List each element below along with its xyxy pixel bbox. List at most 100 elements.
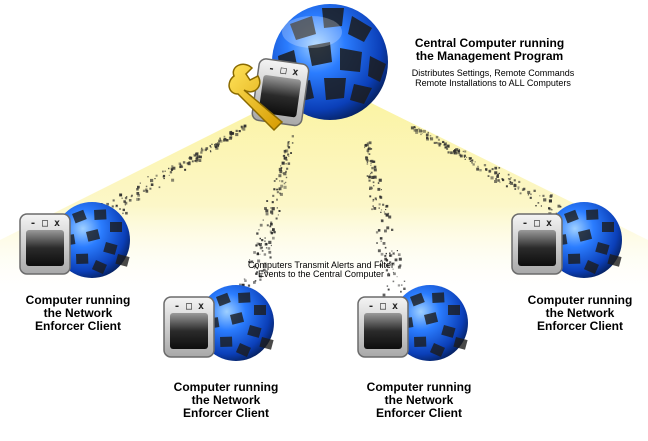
data-particle xyxy=(273,180,276,182)
data-particle xyxy=(466,156,468,158)
data-particle xyxy=(510,177,512,179)
data-particle xyxy=(119,208,121,210)
data-particle xyxy=(375,199,377,201)
data-particle xyxy=(170,167,174,171)
client-window-controls: - □ x xyxy=(368,301,398,312)
data-particle xyxy=(371,166,374,170)
data-particle xyxy=(142,189,146,192)
data-particle xyxy=(228,136,232,140)
data-particle xyxy=(276,207,278,209)
data-particle xyxy=(369,160,372,162)
data-particle xyxy=(272,194,275,197)
data-particle xyxy=(260,243,262,245)
data-particle xyxy=(380,219,384,222)
wrench-icon xyxy=(228,63,284,132)
data-particle xyxy=(415,131,419,134)
data-particle xyxy=(220,140,223,143)
data-particle xyxy=(384,229,387,233)
data-particle xyxy=(249,259,251,261)
data-particle xyxy=(123,200,126,203)
data-particle xyxy=(122,208,125,212)
data-particle xyxy=(528,193,530,195)
client-window-screen xyxy=(518,230,556,266)
data-particle xyxy=(391,250,393,252)
data-particle xyxy=(267,247,271,250)
data-particle xyxy=(498,167,501,169)
data-particle xyxy=(219,137,221,140)
data-particle xyxy=(255,244,258,247)
data-particle xyxy=(379,196,383,199)
data-particle xyxy=(269,230,273,234)
data-particle xyxy=(548,199,552,203)
data-particle xyxy=(279,192,283,196)
data-particle xyxy=(382,293,386,297)
data-particle xyxy=(370,164,372,166)
data-particle xyxy=(264,262,267,265)
data-particle xyxy=(162,176,164,178)
data-particle xyxy=(291,135,294,138)
data-particle xyxy=(124,197,128,200)
data-particle xyxy=(366,143,369,147)
data-particle xyxy=(189,156,191,158)
data-particle xyxy=(389,261,392,264)
data-particle xyxy=(371,187,373,189)
client-computer: - □ x xyxy=(19,202,130,278)
data-particle xyxy=(509,181,512,183)
data-particle xyxy=(442,141,444,143)
data-particle xyxy=(413,126,416,129)
data-particle xyxy=(122,212,124,215)
data-particle xyxy=(403,287,406,290)
data-particle xyxy=(198,159,202,162)
data-particle xyxy=(517,188,519,190)
data-particle xyxy=(181,166,184,168)
data-particle xyxy=(380,211,382,213)
data-particle xyxy=(483,164,487,167)
data-particle xyxy=(421,130,423,132)
data-particle xyxy=(557,204,561,208)
data-particle xyxy=(285,170,287,173)
data-particle xyxy=(399,264,402,267)
data-particle xyxy=(380,240,382,242)
data-particle xyxy=(124,201,128,205)
data-particle xyxy=(421,132,423,134)
data-particle xyxy=(182,161,186,164)
data-particle xyxy=(112,199,115,202)
data-particle xyxy=(433,141,436,144)
data-particle xyxy=(121,197,123,199)
data-particle xyxy=(394,258,398,262)
data-particle xyxy=(209,150,212,152)
data-particle xyxy=(238,130,241,133)
data-particle xyxy=(287,162,291,165)
data-particle xyxy=(189,156,193,160)
data-particle xyxy=(437,138,440,141)
data-particle xyxy=(366,163,369,165)
data-particle xyxy=(248,260,250,263)
data-particle xyxy=(418,129,422,133)
data-particle xyxy=(491,168,494,171)
data-particle xyxy=(507,173,510,176)
data-particle xyxy=(195,158,199,161)
client-window-screen xyxy=(26,230,64,266)
data-particle xyxy=(278,167,282,172)
data-particle xyxy=(251,260,254,262)
data-particle xyxy=(367,152,369,154)
data-particle xyxy=(261,250,264,252)
data-particle xyxy=(496,175,499,178)
data-particle xyxy=(265,270,268,273)
data-particle xyxy=(450,151,453,155)
data-particle xyxy=(380,259,383,262)
data-particle xyxy=(364,147,366,149)
data-particle xyxy=(369,180,371,182)
data-particle xyxy=(255,272,258,275)
data-particle xyxy=(457,151,460,155)
data-particle xyxy=(199,155,202,159)
data-particle xyxy=(370,173,372,175)
data-particle xyxy=(195,152,199,156)
data-particle xyxy=(548,207,551,210)
data-particle xyxy=(256,267,259,270)
data-particle xyxy=(464,158,466,160)
data-particle xyxy=(265,212,269,216)
data-particle xyxy=(468,157,470,159)
data-particle xyxy=(276,188,278,191)
data-particle xyxy=(469,160,472,162)
